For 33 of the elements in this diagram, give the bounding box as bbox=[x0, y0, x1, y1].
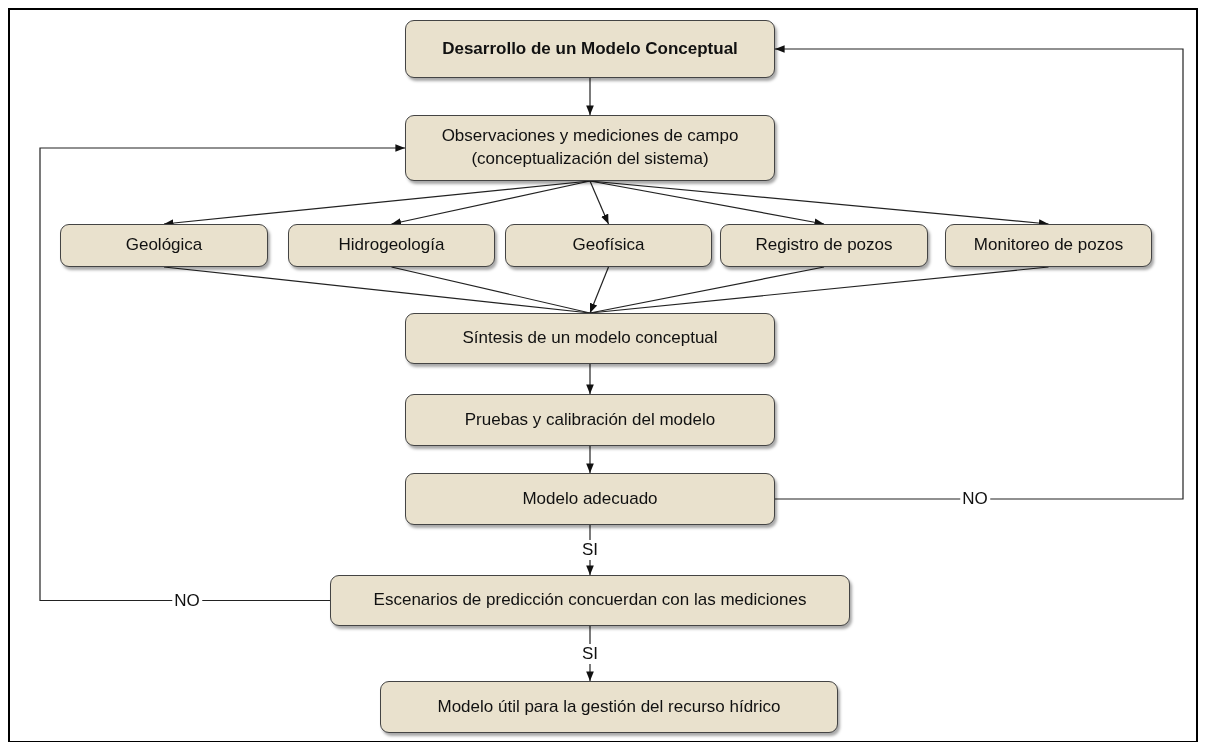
process-box bbox=[505, 224, 712, 267]
process-box bbox=[945, 224, 1152, 267]
process-box bbox=[288, 224, 495, 267]
arrow bbox=[589, 180, 610, 225]
arrow bbox=[586, 77, 594, 116]
box-text: Monitoreo de pozos bbox=[973, 234, 1124, 257]
process-box bbox=[405, 394, 775, 446]
arrow bbox=[774, 45, 1184, 500]
process-box bbox=[405, 115, 775, 181]
box-text: Geológica bbox=[125, 234, 203, 257]
process-box bbox=[405, 20, 775, 78]
arrow bbox=[390, 180, 591, 226]
arrow bbox=[589, 266, 610, 314]
box-text: Observaciones y mediciones de campo (conceptualización del sistema) bbox=[440, 125, 740, 170]
box-text: Geofísica bbox=[572, 234, 645, 257]
process-box bbox=[720, 224, 928, 267]
process-box bbox=[330, 575, 850, 626]
process-box bbox=[380, 681, 838, 733]
process-box bbox=[405, 473, 775, 525]
connector-line bbox=[390, 266, 591, 314]
box-text: Pruebas y calibración del modelo bbox=[464, 408, 716, 431]
arrow bbox=[586, 363, 594, 395]
arrow bbox=[39, 144, 406, 602]
box-text: Desarrollo de un Modelo Conceptual bbox=[442, 37, 738, 60]
box-text: Registro de pozos bbox=[755, 234, 893, 257]
box-text: Escenarios de predicción concuerdan con las mediciones bbox=[373, 589, 807, 612]
arrow bbox=[586, 445, 594, 474]
box-text: Síntesis de un modelo conceptual bbox=[462, 327, 718, 350]
box-text: Hidrogeología bbox=[338, 234, 445, 257]
process-box bbox=[405, 313, 775, 364]
box-text: Modelo adecuado bbox=[522, 487, 658, 510]
process-box bbox=[60, 224, 268, 267]
box-text: Modelo útil para la gestión del recurso hídrico bbox=[437, 695, 781, 718]
